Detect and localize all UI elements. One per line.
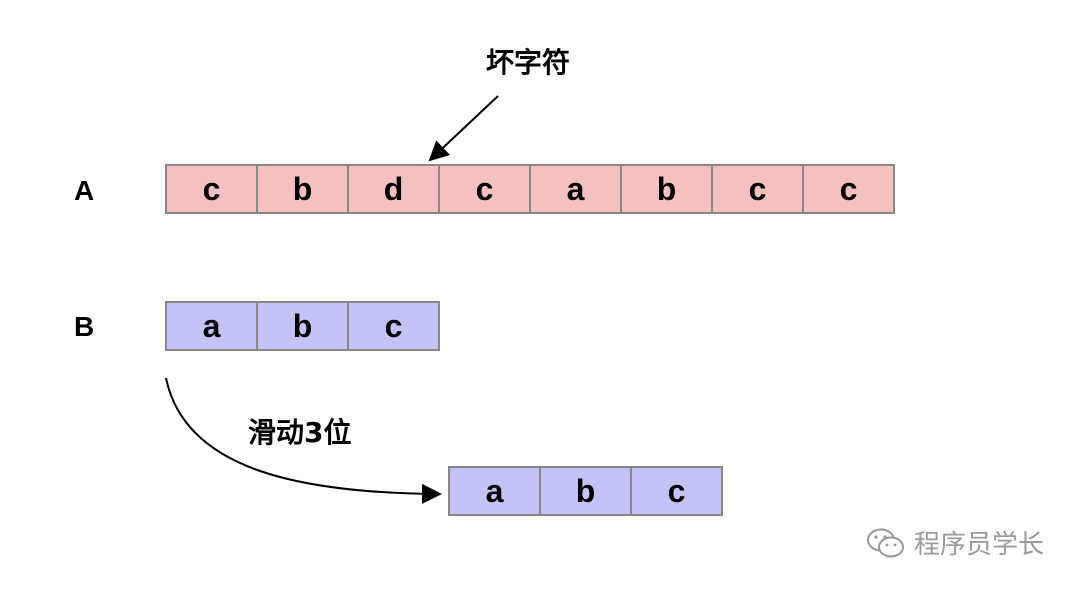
slide-arrow [165, 377, 442, 504]
array-a-cell: a [529, 164, 622, 214]
bad-char-label: 坏字符 [486, 46, 571, 79]
array-b-cell: b [256, 301, 349, 351]
array-b-cell: c [347, 301, 440, 351]
shifted-array-cell: c [630, 466, 723, 516]
watermark: 程序员学长 [866, 524, 1044, 561]
shifted-array-cell: b [539, 466, 632, 516]
pattern-array-shifted: a b c [448, 466, 723, 516]
array-a-cell: b [256, 164, 349, 214]
array-a-cell: d [347, 164, 440, 214]
slide-label: 滑动3位 [248, 416, 352, 449]
pattern-array-b: a b c [165, 301, 440, 351]
array-a-cell: b [620, 164, 713, 214]
wechat-icon [866, 528, 904, 557]
row-label-b: B [74, 311, 95, 342]
bad-char-arrow [428, 95, 499, 162]
watermark-text: 程序员学长 [913, 530, 1044, 560]
text-array-a: c b d c a b c c [165, 164, 895, 214]
row-label-a: A [74, 175, 95, 206]
array-a-cell: c [802, 164, 895, 214]
shifted-array-cell: a [448, 466, 541, 516]
array-a-cell: c [711, 164, 804, 214]
array-b-cell: a [165, 301, 258, 351]
array-a-cell: c [438, 164, 531, 214]
